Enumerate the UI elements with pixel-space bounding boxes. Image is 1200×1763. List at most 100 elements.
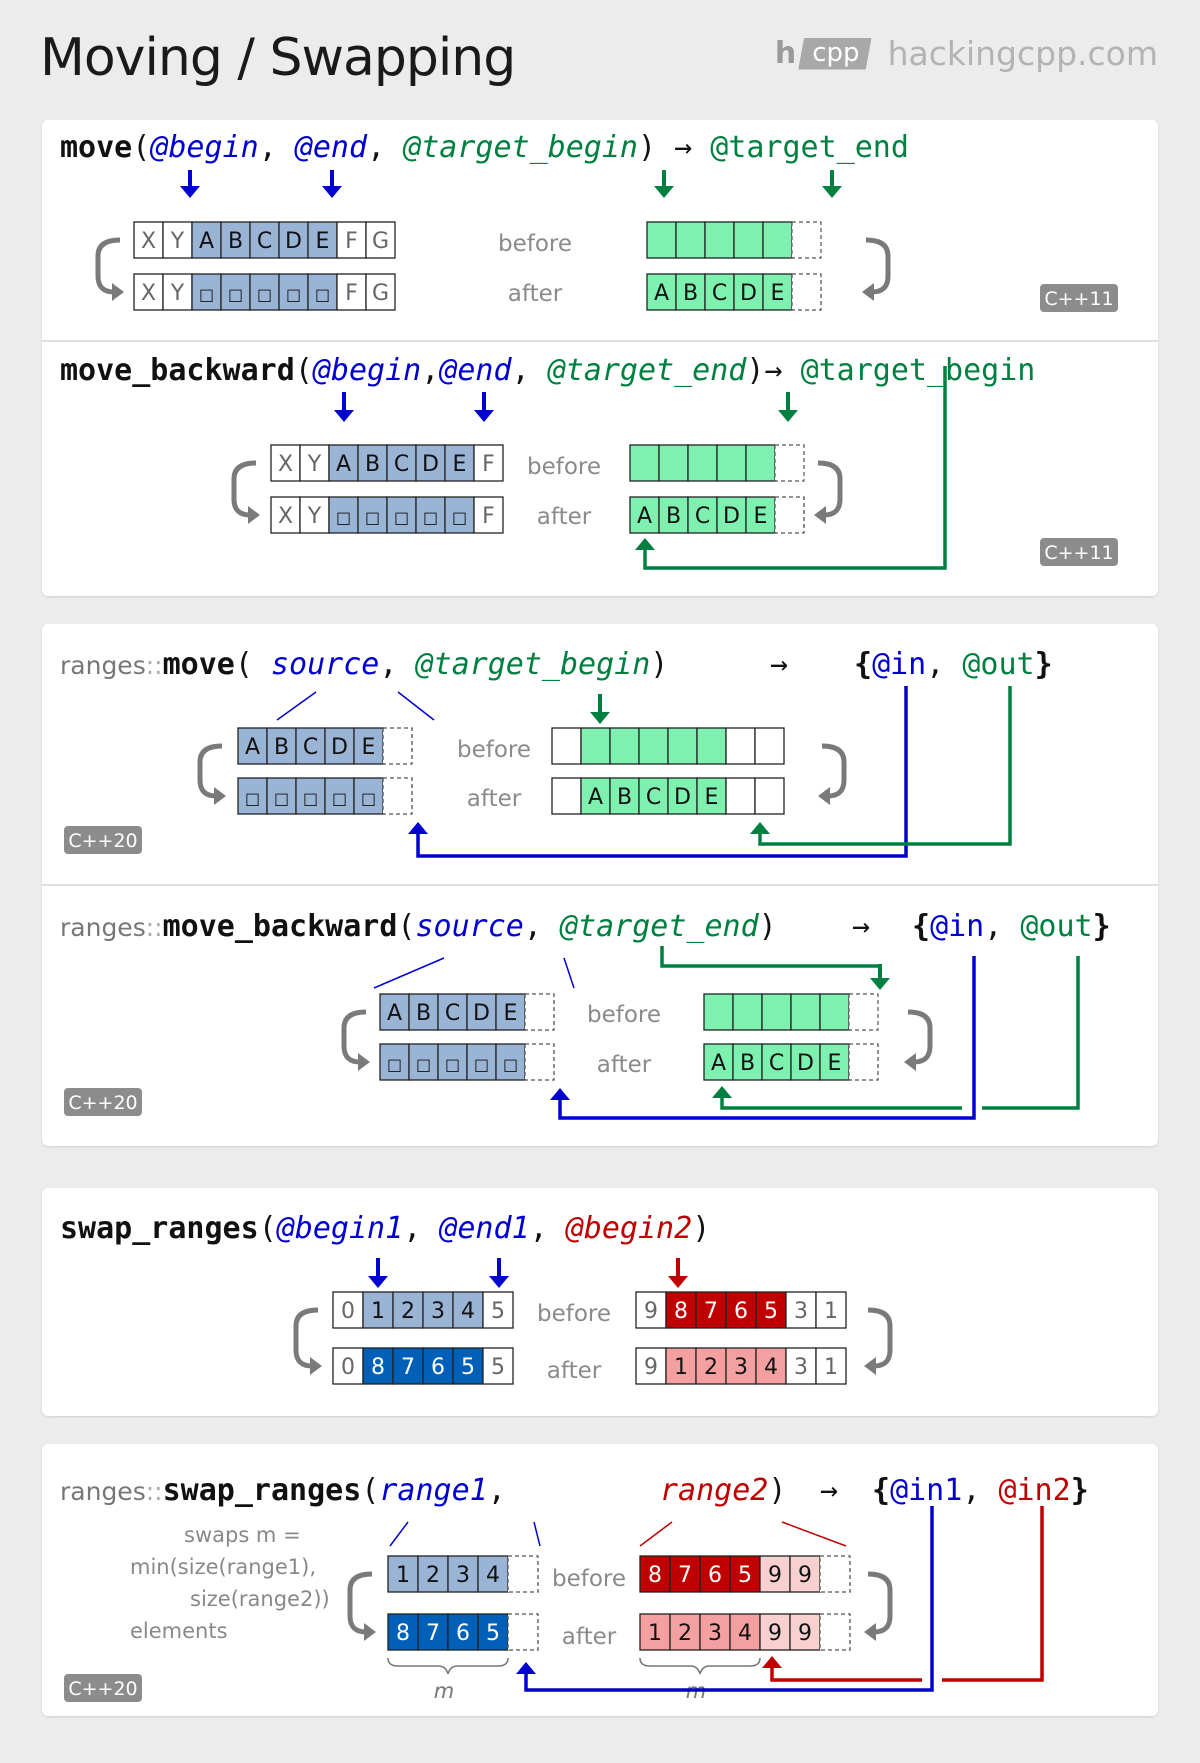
ranges-swap-range2-after-cell	[819, 1613, 851, 1651]
move-backward-signature-part: ,	[512, 353, 548, 388]
swap-range2-before-cell-label: 8	[674, 1299, 688, 1324]
in2-return-head	[762, 1656, 782, 1668]
move-backward-source-after-cell-label: □	[394, 508, 409, 527]
ranges-swap-range2-before-cell	[819, 1555, 851, 1593]
ranges-move-backward-source-after-cell-label: □	[474, 1055, 489, 1074]
ranges-swap-range2-after-cell-label: 4	[738, 1621, 752, 1646]
ranges-move-source-after-cell-label: □	[303, 789, 318, 808]
ranges-move-backward-target-loop-head	[904, 1053, 916, 1071]
range1-m-brace	[387, 1657, 509, 1675]
swap-range2-loop	[867, 1307, 893, 1369]
swap-range2-after-cell-label: 4	[764, 1355, 778, 1380]
ranges-swap-range2-loop-head	[864, 1623, 876, 1641]
ranges-swap-range2-after-cell-label: 9	[768, 1621, 782, 1646]
move-source-before-cell-label: D	[285, 229, 302, 254]
begin1-arrow-head	[368, 1276, 388, 1288]
swap-range1-loop	[293, 1307, 319, 1369]
swap-range1-after-cell-label: 8	[371, 1355, 385, 1380]
swap-range2-before-cell-label: 5	[764, 1299, 778, 1324]
swap-note-line: swaps m =	[184, 1523, 301, 1547]
ranges-move-backward-target-before-end-cell	[848, 993, 879, 1031]
in-return-line	[558, 956, 976, 1120]
card-swap	[42, 1188, 1158, 1416]
ranges-move-backward-target-after-cell-label: B	[740, 1051, 755, 1076]
move-source-before-cell	[220, 221, 251, 259]
move-backward-source-before-cell-label: A	[336, 452, 351, 477]
ranges-move-backward-target-after-cell-label: D	[797, 1051, 814, 1076]
ranges-move-backward-target-after-cell	[732, 1043, 763, 1081]
ranges-move-source-before-cell	[382, 727, 413, 765]
ranges-move-target-after-cell	[638, 777, 669, 815]
in-return-head	[408, 822, 428, 834]
ranges-move-source-after-cell	[295, 777, 326, 815]
logo-h: h	[774, 36, 797, 71]
ranges-swap-range2-before-cell-label: 6	[708, 1563, 722, 1588]
ranges-move-backward-result-part: {	[912, 909, 930, 944]
move-backward-target-before-cell	[716, 444, 747, 482]
move-target-after-cell	[762, 273, 793, 311]
ranges-move-source-after-cell	[353, 777, 384, 815]
ranges-move-result-part: @in	[872, 647, 926, 682]
move-target-after-cell-label: C	[712, 281, 727, 306]
ranges-move-source-before-cell	[237, 727, 268, 765]
move-signature-part: ,	[259, 130, 295, 165]
swap-range2-before-cell	[785, 1291, 817, 1329]
end-arrow-head	[474, 410, 494, 422]
move-target-after-cell-label: E	[771, 281, 785, 306]
source-bracket-right	[397, 691, 435, 721]
move-signature-part: ,	[367, 130, 403, 165]
swap-ranges-signature: swap_ranges(@begin1, @end1, @begin2)	[60, 1211, 710, 1246]
brand-url[interactable]: hackingcpp.com	[887, 34, 1158, 73]
swap-ranges-signature-part: @begin2	[565, 1211, 692, 1246]
ranges-move-source-after-cell	[266, 777, 297, 815]
ranges-move-source-loop-head	[214, 787, 226, 805]
ranges-swap-range2-loop	[867, 1571, 893, 1635]
ranges-move-backward-source-before-cell-label: B	[416, 1001, 431, 1026]
move-backward-signature-part: move_backward	[60, 353, 295, 388]
move-signature-part: →	[674, 130, 710, 165]
source-bracket-left	[276, 691, 317, 721]
move-backward-target-before-cell	[687, 444, 718, 482]
ranges-move-backward-source-after-cell-label: □	[503, 1055, 518, 1074]
swap-range1-after-cell-label: 5	[491, 1355, 505, 1380]
move-backward-signature-part: @end	[438, 353, 512, 388]
move-source-before-cell-label: B	[228, 229, 243, 254]
cpp11-badge	[1040, 538, 1118, 566]
ranges-move-backward-target-after-cell-label: C	[769, 1051, 784, 1076]
begin2-arrow-head	[668, 1276, 688, 1288]
cpp20-badge	[64, 1674, 142, 1702]
ranges-move-backward-source-after-cell-label: □	[387, 1055, 402, 1074]
move-backward-source-after-cell	[415, 496, 446, 534]
ranges-move-source-before-cell-label: A	[245, 735, 260, 760]
move-backward-source-after-cell-label: □	[423, 508, 438, 527]
after-label: after	[508, 281, 563, 307]
ranges-swap-range2-before-cell	[759, 1555, 791, 1593]
ranges-move-target-after-cell-label: D	[674, 785, 691, 810]
move-target-before-end-cell	[791, 221, 822, 259]
swap-ranges-signature-part: @end1	[438, 1211, 529, 1246]
ranges-move-backward-source-after-cell	[437, 1043, 468, 1081]
move-backward-source-after-cell-label: X	[278, 504, 293, 529]
ranges-swap-range1-before-cell	[477, 1555, 509, 1593]
cpp11-badge-label: C++11	[1044, 288, 1113, 310]
ranges-move-backward-signature-part: )	[759, 909, 777, 944]
swap-range1-after-cell	[392, 1347, 424, 1385]
source-bracket-right	[563, 957, 575, 989]
move-backward-target-after-cell-label: D	[723, 504, 740, 529]
brand[interactable]: h cpp hackingcpp.com	[775, 34, 1158, 73]
range1-bracket-right	[533, 1521, 541, 1547]
ranges-move-signature-part: move	[163, 647, 235, 682]
cpp20-badge-label: C++20	[68, 830, 137, 852]
move-source-before-cell-label: F	[345, 229, 358, 254]
swap-range2-after-cell-label: 3	[794, 1355, 808, 1380]
ranges-move-backward-target-before-cell	[703, 993, 734, 1031]
move-source-after-cell	[220, 273, 251, 311]
move-source-before-cell	[307, 221, 338, 259]
move-source-after-cell	[365, 273, 396, 311]
ranges-move-result: {@in, @out}	[854, 647, 1053, 682]
ranges-move-source-before-cell-label: D	[331, 735, 348, 760]
swap-ranges-signature-part: ,	[530, 1211, 566, 1246]
ranges-move-source-before-cell	[295, 727, 326, 765]
ranges-move-target-after-cell-label: B	[617, 785, 632, 810]
